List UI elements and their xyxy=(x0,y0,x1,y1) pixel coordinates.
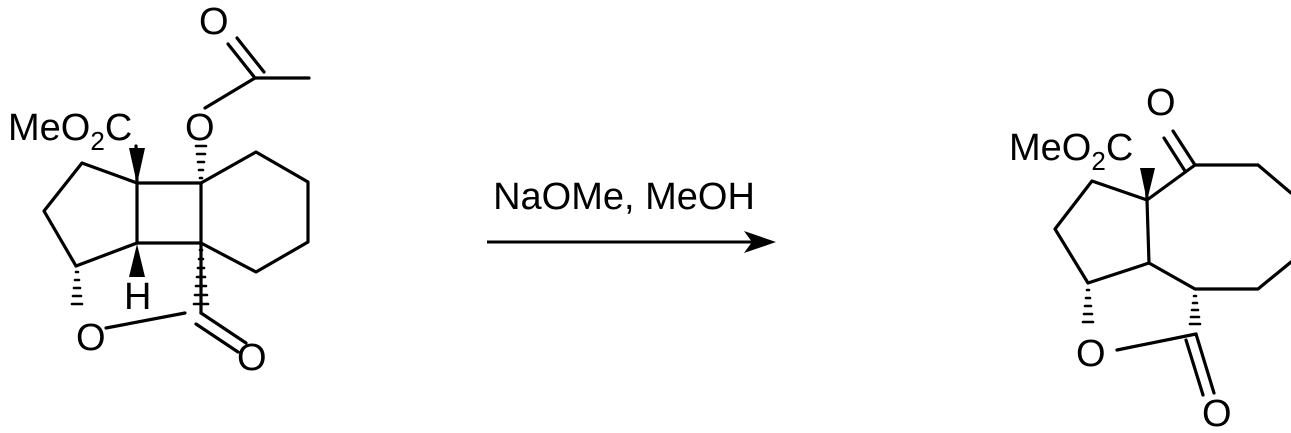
wedge-bond xyxy=(1140,168,1155,201)
acetate-carbonyl-oxygen: O xyxy=(199,1,229,43)
wedge-bond xyxy=(129,244,145,277)
product-molecule: MeO2C O O O xyxy=(1009,82,1291,433)
wedge-bond xyxy=(129,148,145,184)
ester-label: MeO2C xyxy=(8,107,132,156)
hashed-wedge-bond xyxy=(194,144,208,180)
lactone-oxygen: O xyxy=(1076,333,1106,375)
lactone-carbonyl-oxygen: O xyxy=(1202,393,1232,433)
arrowhead xyxy=(744,231,776,253)
lactone-carbonyl-oxygen: O xyxy=(237,337,267,379)
reaction-conditions: NaOMe, MeOH xyxy=(493,176,755,218)
acetate-oxygen: O xyxy=(185,107,215,149)
reactant-molecule: MeO2C O O H O O xyxy=(8,1,311,379)
hashed-wedge-bond xyxy=(70,270,84,306)
reaction-arrow-group: NaOMe, MeOH xyxy=(487,176,776,253)
hashed-wedge-bond xyxy=(192,248,210,306)
ketone-oxygen: O xyxy=(1146,82,1176,124)
hashed-wedge-bond xyxy=(1188,294,1202,326)
ring-hydrogen: H xyxy=(124,276,151,318)
ester-label: MeO2C xyxy=(1009,127,1133,176)
lactone-oxygen: O xyxy=(76,317,106,359)
hashed-wedge-bond xyxy=(1081,288,1095,324)
